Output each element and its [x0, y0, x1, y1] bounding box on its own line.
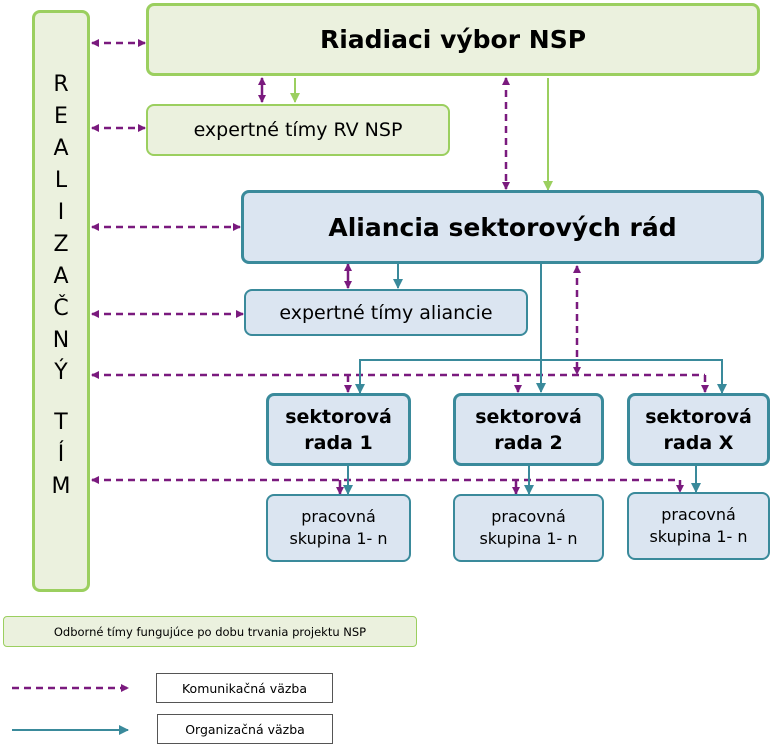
wg-line1: pracovná [301, 507, 376, 526]
legend-expert-teams-note: Odborné tímy fungujúce po dobu trvania p… [3, 616, 417, 647]
rt-letter: Í [57, 442, 65, 467]
sector-council-x: sektorová rada X [627, 393, 770, 466]
wg-line1: pracovná [491, 507, 566, 526]
rt-letter: Č [53, 296, 69, 321]
alliance-title: Aliancia sektorových rád [328, 212, 677, 242]
council-line1: sektorová [645, 405, 752, 428]
steering-committee-title: Riadiaci výbor NSP [319, 25, 587, 54]
org-link-councils-bar [359, 359, 723, 392]
wg-line2: skupina 1- n [479, 529, 578, 548]
alliance-box: Aliancia sektorových rád [241, 190, 764, 264]
legend-communication: Komunikačná väzba [156, 673, 333, 703]
wg-line2: skupina 1- n [649, 527, 748, 546]
expert-teams-rv-label: expertné tímy RV NSP [193, 119, 403, 141]
council-line1: sektorová [285, 405, 392, 428]
rt-letter: R [53, 72, 69, 97]
rt-letter: L [54, 168, 68, 193]
rt-letter: A [53, 136, 69, 161]
wg-line1: pracovná [661, 505, 736, 524]
working-group-x: pracovná skupina 1- n [627, 492, 770, 560]
rt-letter: M [51, 474, 71, 499]
realization-team-box: R E A L I Z A Č N Ý T Í M [32, 10, 90, 592]
council-line2: rada X [663, 431, 734, 454]
sector-council-2: sektorová rada 2 [453, 393, 604, 466]
legend-communication-label: Komunikačná väzba [181, 680, 308, 696]
steering-committee-box: Riadiaci výbor NSP [146, 3, 760, 76]
legend-organization: Organizačná väzba [157, 714, 333, 744]
council-line2: rada 1 [304, 431, 373, 454]
legend-organization-label: Organizačná väzba [185, 721, 305, 737]
council-line1: sektorová [475, 405, 582, 428]
rt-letter: E [54, 104, 68, 129]
expert-teams-alliance-box: expertné tímy aliancie [244, 289, 528, 336]
working-group-1: pracovná skupina 1- n [266, 494, 411, 562]
rt-letter: Ý [54, 360, 68, 385]
rt-letter: T [54, 410, 68, 435]
council-line2: rada 2 [494, 431, 563, 454]
expert-teams-alliance-label: expertné tímy aliancie [279, 301, 493, 324]
expert-teams-rv-box: expertné tímy RV NSP [146, 104, 450, 156]
working-group-2: pracovná skupina 1- n [453, 494, 604, 562]
rt-letter: Z [53, 232, 69, 257]
legend-expert-teams-text: Odborné tímy fungujúce po dobu trvania p… [53, 624, 367, 639]
rt-letter: I [57, 200, 65, 225]
wg-line2: skupina 1- n [289, 529, 388, 548]
sector-council-1: sektorová rada 1 [266, 393, 411, 466]
rt-letter: A [53, 264, 69, 289]
rt-letter: N [52, 328, 70, 353]
